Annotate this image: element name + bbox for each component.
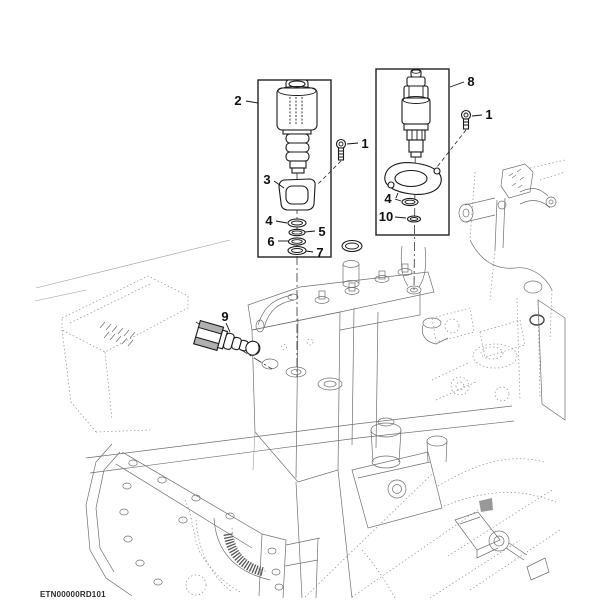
- callout-10[interactable]: 10: [379, 209, 407, 224]
- case-bolt-holes: [119, 459, 235, 586]
- valve-label-marks: [289, 97, 303, 124]
- callout-1-right-number[interactable]: 1: [485, 107, 492, 122]
- o-ring-4-left: [287, 218, 307, 228]
- transmission-case: [85, 405, 515, 599]
- upper-left-guide-lines: [34, 239, 231, 302]
- cap-screw-1-right: [436, 109, 472, 168]
- o-ring-unlabeled: [341, 239, 363, 253]
- o-ring-4-right: [401, 197, 419, 207]
- manifold-ports: [261, 338, 343, 391]
- mid-right-machinery: [431, 297, 566, 421]
- callout-4-left[interactable]: 4: [265, 213, 288, 228]
- callout-7-number[interactable]: 7: [316, 245, 323, 260]
- callout-4-left-number[interactable]: 4: [265, 213, 273, 228]
- callout-3-number[interactable]: 3: [263, 172, 270, 187]
- callout-1-left[interactable]: 1: [346, 136, 369, 151]
- callout-5-number[interactable]: 5: [318, 224, 325, 239]
- gasket-plate: [384, 162, 442, 199]
- small-cylinder: [342, 260, 360, 288]
- callout-3[interactable]: 3: [263, 172, 285, 189]
- callout-1-left-number[interactable]: 1: [361, 136, 368, 151]
- callout-5[interactable]: 5: [304, 224, 326, 239]
- callout-10-number[interactable]: 10: [379, 209, 393, 224]
- callout-8-number[interactable]: 8: [467, 74, 474, 89]
- callout-2[interactable]: 2: [234, 93, 259, 108]
- case-flange-strip: [258, 533, 321, 599]
- callout-7[interactable]: 7: [305, 245, 324, 260]
- solenoid-valve-2: [276, 79, 318, 174]
- left-cover-plate: [61, 275, 189, 433]
- callout-4-right[interactable]: 4: [384, 191, 402, 206]
- retainer-3: [278, 178, 316, 211]
- callout-1-right[interactable]: 1: [471, 107, 493, 122]
- housing-line-art: [34, 159, 566, 599]
- o-ring-10: [406, 215, 422, 223]
- right-port-boss: [400, 245, 449, 345]
- callout-2-number[interactable]: 2: [234, 93, 241, 108]
- solenoid-valve-8: [401, 69, 431, 158]
- callout-9-number[interactable]: 9: [221, 309, 228, 324]
- o-ring-7: [287, 245, 307, 256]
- manifold-bolts: [314, 263, 413, 304]
- callout-6[interactable]: 6: [267, 234, 288, 249]
- callouts: 2 1 3 4 5 6 7 8: [221, 74, 493, 333]
- callout-8[interactable]: 8: [449, 74, 475, 89]
- cap-screw-1-left: [317, 138, 347, 185]
- lower-right-machinery: [304, 417, 561, 599]
- shift-linkage: [458, 159, 566, 341]
- hatch-label: [99, 321, 136, 347]
- backup-ring-5: [288, 228, 306, 237]
- callout-6-number[interactable]: 6: [267, 234, 274, 249]
- o-ring-6: [287, 237, 307, 246]
- callout-9[interactable]: 9: [221, 309, 231, 333]
- case-bore: [195, 517, 271, 593]
- figure-code: ETN00000RD101: [40, 590, 106, 599]
- valve-manifold: [247, 245, 449, 483]
- hydraulic-fitting-9: [193, 320, 261, 356]
- callout-4-right-number[interactable]: 4: [384, 191, 392, 206]
